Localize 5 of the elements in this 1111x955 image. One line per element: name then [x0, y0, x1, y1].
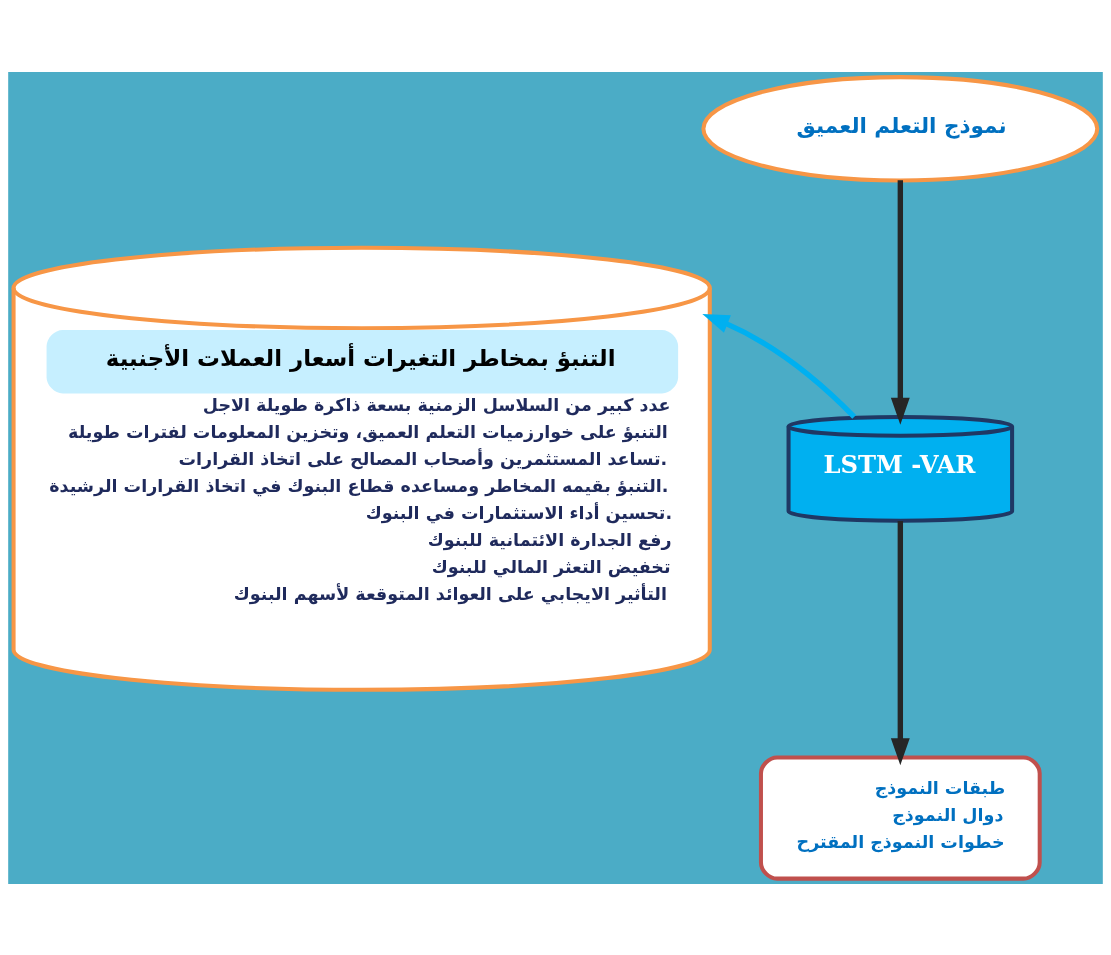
arrow	[890, 520, 910, 765]
arrow	[702, 313, 857, 419]
node-ellipse: نموذج التعلم العميق	[701, 74, 1100, 182]
arrow	[890, 179, 910, 425]
node-box: طبقات النموذج دوال النموذج خطوات النموذج المقترح	[758, 754, 1042, 881]
